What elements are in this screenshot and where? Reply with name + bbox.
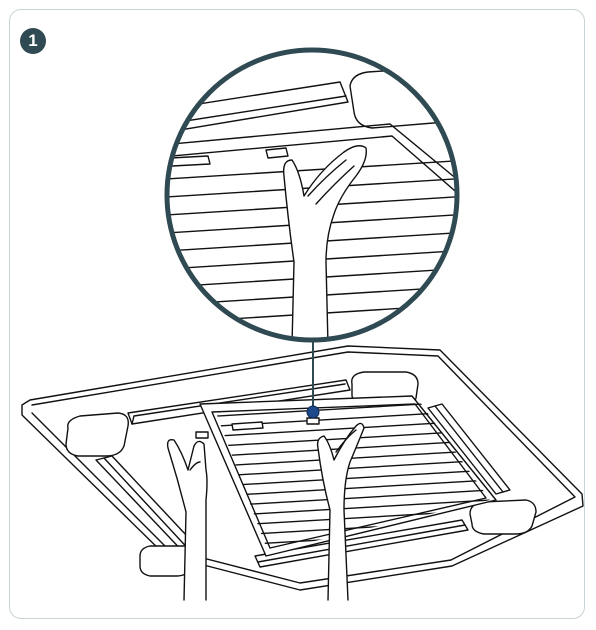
callout-dot bbox=[306, 405, 320, 419]
step-number: 1 bbox=[28, 31, 38, 50]
magnifier-callout bbox=[164, 47, 460, 343]
step-number-badge: 1 bbox=[20, 28, 46, 54]
cassette-panel bbox=[21, 345, 584, 591]
hand-icon bbox=[166, 438, 208, 601]
hand-icon bbox=[316, 422, 365, 601]
